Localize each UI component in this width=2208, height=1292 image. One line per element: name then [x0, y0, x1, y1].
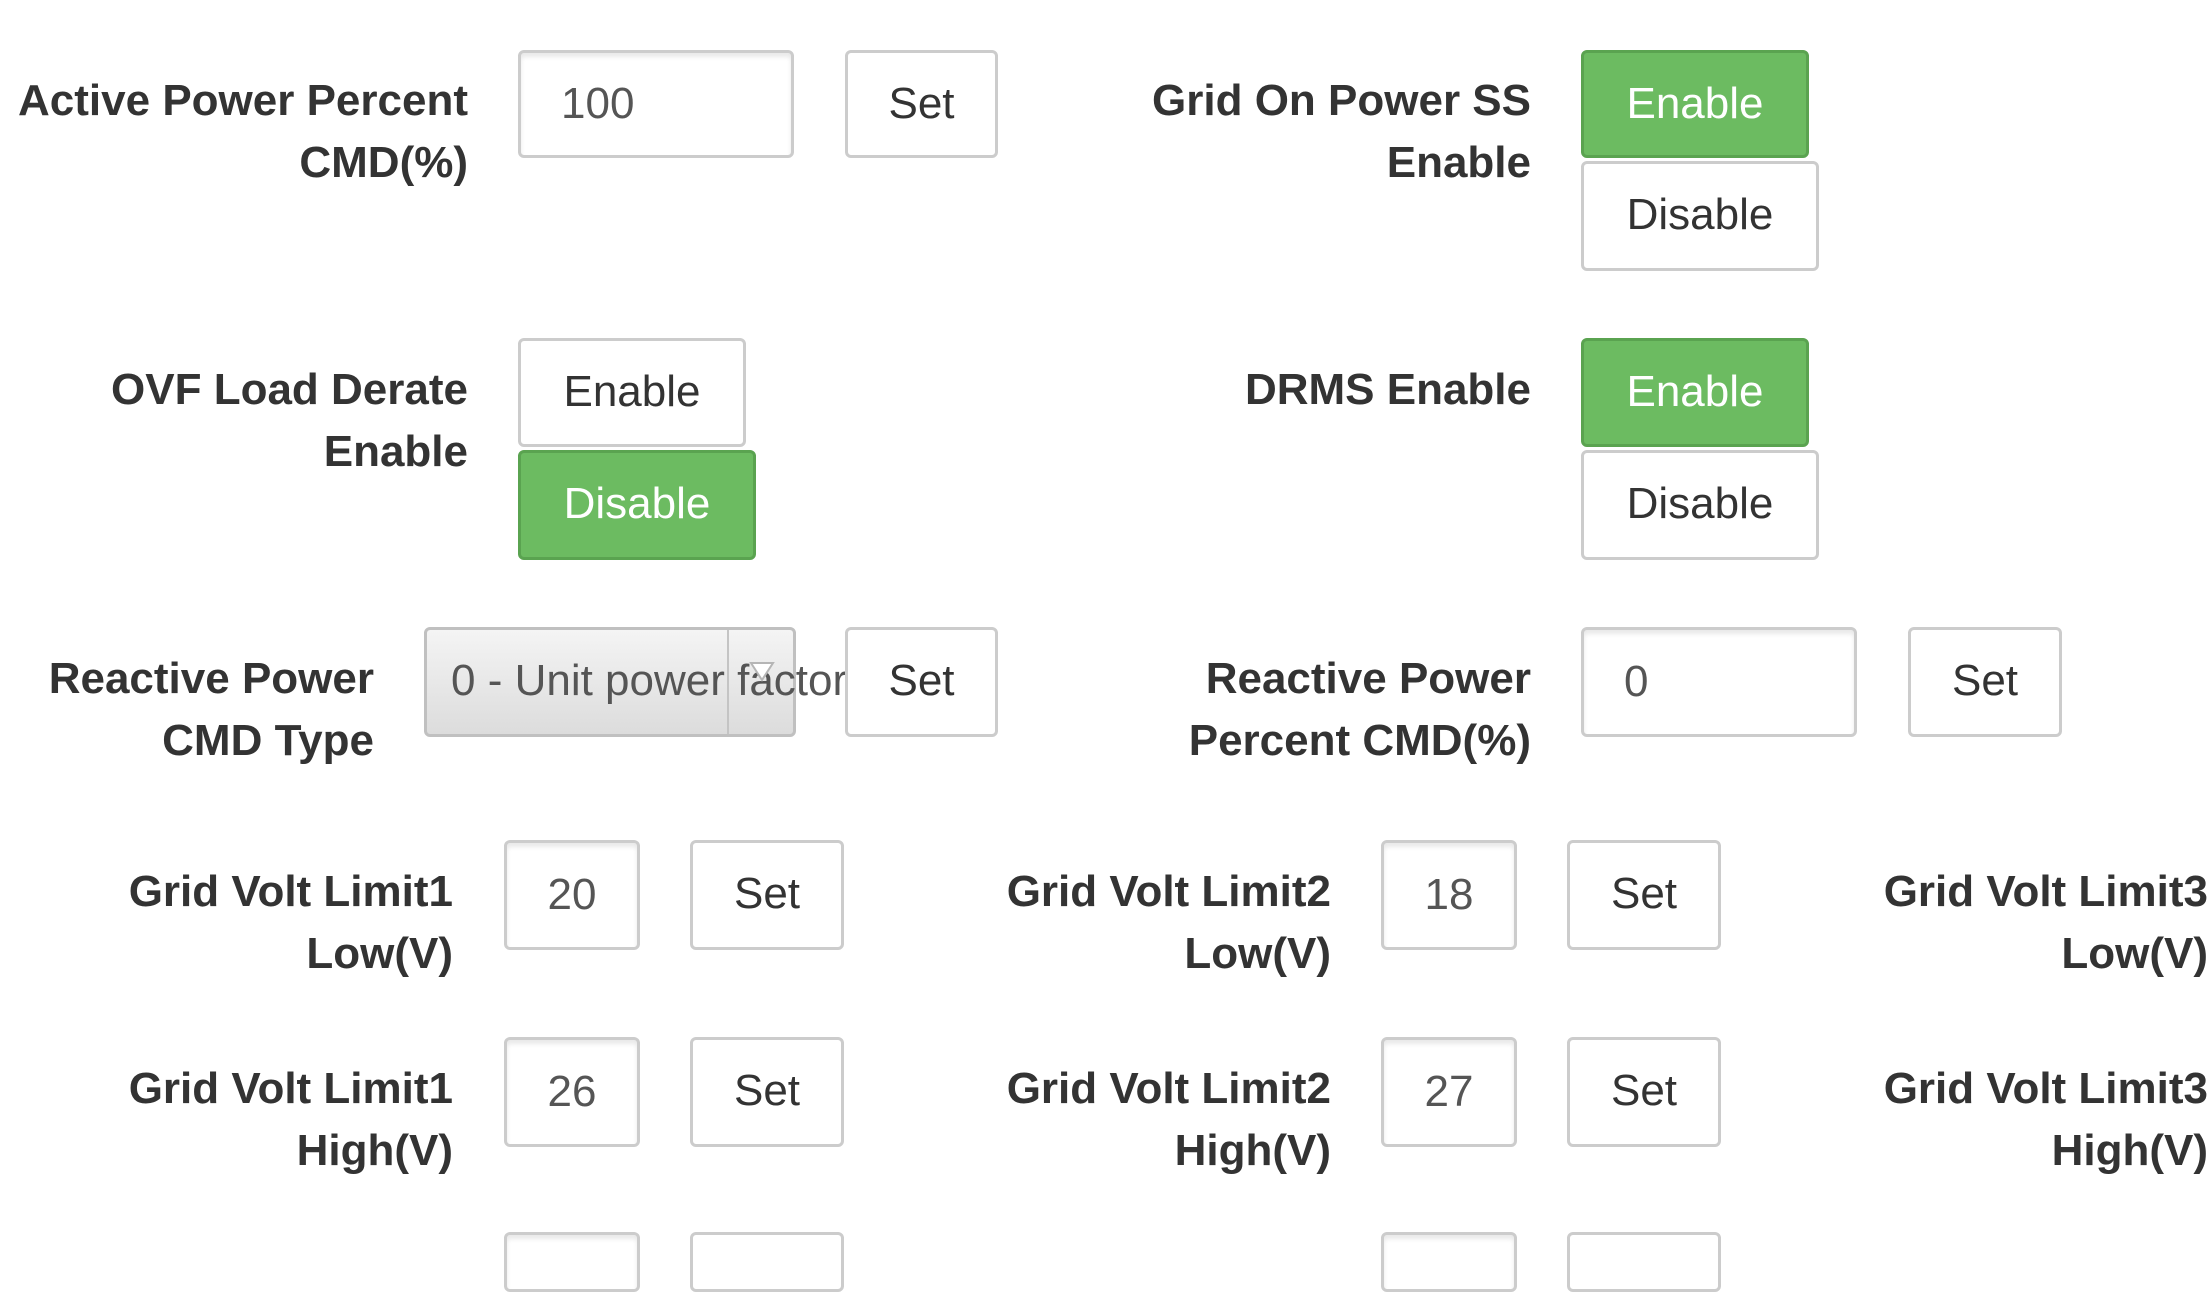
reactive-power-percent-input[interactable] — [1581, 627, 1857, 737]
grid-volt-limit1-low-label: Grid Volt Limit1 Low(V) — [129, 861, 453, 985]
grid-volt-limit2-high-label-line2: High(V) — [1174, 1126, 1331, 1175]
active-power-percent-input[interactable] — [518, 50, 794, 158]
grid-volt-limit2-high-input[interactable] — [1381, 1037, 1517, 1147]
chevron-down-icon — [727, 630, 793, 734]
grid-volt-limit1-high-label-line1: Grid Volt Limit1 — [128, 1064, 453, 1113]
grid-volt-limit2-high-label: Grid Volt Limit2 High(V) — [1007, 1058, 1331, 1182]
reactive-power-percent-label: Reactive Power Percent CMD(%) — [1189, 648, 1531, 772]
reactive-power-cmd-type-label-line1: Reactive Power — [48, 654, 374, 703]
reactive-power-cmd-type-label: Reactive Power CMD Type — [49, 648, 374, 772]
next-row-set-button-1[interactable] — [690, 1232, 844, 1292]
grid-volt-limit1-high-set-button[interactable]: Set — [690, 1037, 844, 1147]
grid-volt-limit1-low-label-line1: Grid Volt Limit1 — [128, 867, 453, 916]
grid-volt-limit1-low-set-button[interactable]: Set — [690, 840, 844, 950]
ovf-load-derate-disable-button[interactable]: Disable — [518, 450, 756, 560]
grid-volt-limit1-low-input[interactable] — [504, 840, 640, 950]
grid-volt-limit2-low-input[interactable] — [1381, 840, 1517, 950]
grid-volt-limit1-low-label-line2: Low(V) — [306, 929, 453, 978]
grid-volt-limit2-low-label-line2: Low(V) — [1184, 929, 1331, 978]
grid-volt-limit2-high-set-button[interactable]: Set — [1567, 1037, 1721, 1147]
active-power-percent-label-line2: CMD(%) — [299, 138, 468, 187]
next-row-set-button-2[interactable] — [1567, 1232, 1721, 1292]
active-power-percent-set-button[interactable]: Set — [845, 50, 998, 158]
grid-on-power-ss-label: Grid On Power SS Enable — [1152, 70, 1531, 194]
grid-volt-limit3-low-label-line2: Low(V) — [2061, 929, 2208, 978]
grid-volt-limit1-high-label: Grid Volt Limit1 High(V) — [129, 1058, 453, 1182]
ovf-load-derate-label-line1: OVF Load Derate — [111, 365, 468, 414]
drms-disable-button[interactable]: Disable — [1581, 450, 1819, 560]
grid-on-power-ss-label-line2: Enable — [1386, 138, 1531, 187]
next-row-input-1[interactable] — [504, 1232, 640, 1292]
reactive-power-percent-set-button[interactable]: Set — [1908, 627, 2062, 737]
grid-volt-limit1-high-input[interactable] — [504, 1037, 640, 1147]
grid-volt-limit3-low-label-line1: Grid Volt Limit3 — [1883, 867, 2208, 916]
ovf-load-derate-label-line2: Enable — [323, 427, 468, 476]
drms-enable-label-line1: DRMS Enable — [1244, 365, 1531, 414]
grid-volt-limit2-high-label-line1: Grid Volt Limit2 — [1006, 1064, 1331, 1113]
reactive-power-cmd-type-set-button[interactable]: Set — [845, 627, 998, 737]
grid-volt-limit3-high-label-line2: High(V) — [2051, 1126, 2208, 1175]
grid-volt-limit3-high-label-line1: Grid Volt Limit3 — [1883, 1064, 2208, 1113]
reactive-power-cmd-type-selected-value: 0 - Unit power factor — [451, 656, 848, 705]
grid-on-power-ss-disable-button[interactable]: Disable — [1581, 161, 1819, 271]
grid-volt-limit3-high-label: Grid Volt Limit3 High(V) — [1884, 1058, 2208, 1182]
grid-volt-limit2-low-label: Grid Volt Limit2 Low(V) — [1007, 861, 1331, 985]
active-power-percent-label: Active Power Percent CMD(%) — [18, 70, 468, 194]
ovf-load-derate-enable-button[interactable]: Enable — [518, 338, 746, 447]
grid-on-power-ss-label-line1: Grid On Power SS — [1152, 76, 1531, 125]
grid-volt-limit3-low-label: Grid Volt Limit3 Low(V) — [1884, 861, 2208, 985]
active-power-percent-label-line1: Active Power Percent — [18, 76, 468, 125]
reactive-power-percent-label-line1: Reactive Power — [1205, 654, 1531, 703]
drms-enable-button[interactable]: Enable — [1581, 338, 1809, 447]
ovf-load-derate-label: OVF Load Derate Enable — [111, 359, 468, 483]
grid-volt-limit2-low-label-line1: Grid Volt Limit2 — [1006, 867, 1331, 916]
grid-on-power-ss-enable-button[interactable]: Enable — [1581, 50, 1809, 158]
next-row-input-2[interactable] — [1381, 1232, 1517, 1292]
grid-volt-limit1-high-label-line2: High(V) — [296, 1126, 453, 1175]
grid-volt-limit2-low-set-button[interactable]: Set — [1567, 840, 1721, 950]
reactive-power-cmd-type-select[interactable]: 0 - Unit power factor — [424, 627, 848, 737]
reactive-power-cmd-type-label-line2: CMD Type — [162, 716, 374, 765]
reactive-power-percent-label-line2: Percent CMD(%) — [1188, 716, 1531, 765]
drms-enable-label: DRMS Enable — [1245, 359, 1531, 421]
